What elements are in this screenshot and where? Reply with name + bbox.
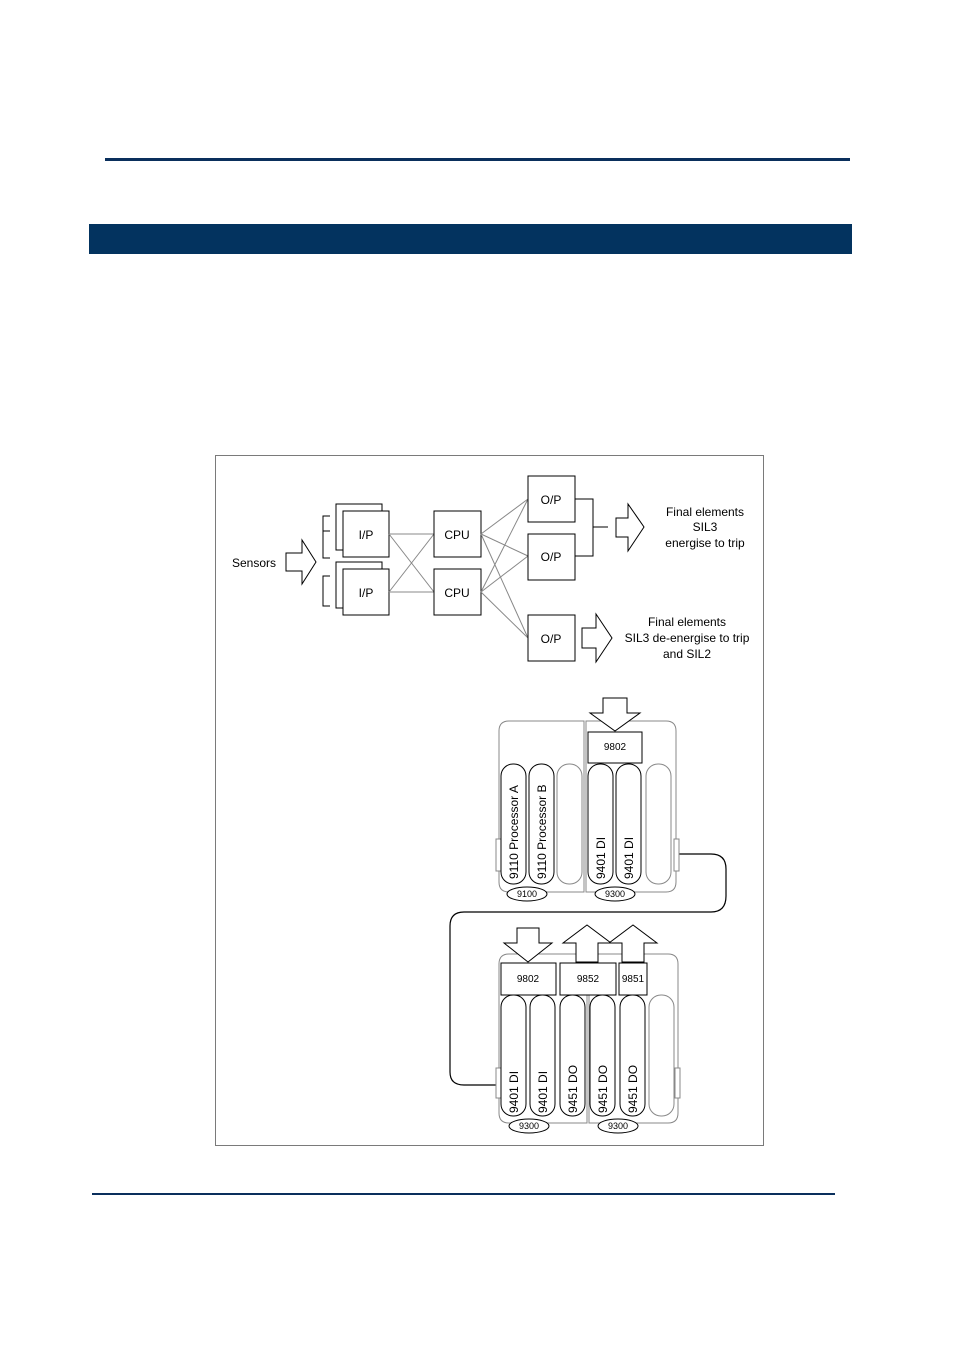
ip-label-top: I/P [359,528,374,542]
rack-bottom-slot-label-5: 9451 DO [626,1065,640,1113]
final-bottom-line-3: and SIL2 [663,647,711,661]
footer-rule [92,1193,835,1195]
ip-label-bottom: I/P [359,586,374,600]
cpu-label-top: CPU [444,528,469,542]
final-top-line-3: energise to trip [665,536,745,550]
rack-bottom-slot-label-2: 9401 DI [536,1071,550,1113]
rack-bottom-input-arrow [504,928,552,962]
final-bottom-line-2: SIL3 de-energise to trip [625,631,750,645]
rack-top-input-arrow [590,698,640,731]
rack-top-slot-6 [646,764,671,884]
rack-top-9802-label: 9802 [604,742,627,753]
rack-top-connector-left [496,839,501,871]
rack-bottom-connector-right [675,1068,680,1098]
rack-top-base-label-9100: 9100 [517,889,537,899]
sensors-arrow [286,540,316,584]
rack-bottom-slot-label-3: 9451 DO [566,1065,580,1113]
block-text: Sensors I/P I/P CPU CPU O/P O/P O/P Fina… [232,493,750,661]
rack-top-slot-3 [557,764,582,884]
op-join-bracket [575,499,593,556]
rack-top-base-label-9300: 9300 [605,889,625,899]
header-rule [105,158,850,161]
sensors-label: Sensors [232,556,276,570]
sensor-bracket [323,516,330,558]
rack-bottom-9802-label: 9802 [517,974,540,985]
rack-top-slot-label-4: 9401 DI [594,837,608,879]
op-label-1: O/P [541,493,562,507]
op-label-2: O/P [541,550,562,564]
rack-bottom-output-arrow-1 [563,925,611,962]
rack-bottom-base-label-right: 9300 [608,1121,628,1131]
rack-top-slot-label-1: 9110 Processor A [507,785,521,879]
figure-svg: Sensors I/P I/P CPU CPU O/P O/P O/P Fina… [216,456,765,1147]
cpu-op-links [481,499,528,638]
op-label-3: O/P [541,632,562,646]
rack-bottom-base-label-left: 9300 [519,1121,539,1131]
rack-top-slot-label-2: 9110 Processor B [535,785,549,880]
rack-top-slot-label-5: 9401 DI [622,837,636,879]
rack-bottom-connector-left [496,1068,501,1098]
architecture-figure: Sensors I/P I/P CPU CPU O/P O/P O/P Fina… [215,455,764,1146]
rack-bottom-9851-label: 9851 [622,974,645,985]
rack-bottom-9852-label: 9852 [577,974,600,985]
rack-bottom-slot-label-1: 9401 DI [507,1071,521,1113]
section-title-bar [89,224,852,254]
rack-bottom-slot-label-4: 9451 DO [596,1065,610,1113]
rack-top-connector-right [674,839,679,871]
final-top-arrow [616,504,644,551]
final-bottom-line-1: Final elements [648,615,726,629]
cpu-label-bottom: CPU [444,586,469,600]
final-bottom-arrow [582,614,612,662]
rack-bottom-slot-6 [649,995,674,1116]
rack-bottom-output-arrow-2 [609,925,657,962]
rack-bottom: 9802 9852 9851 9401 DI 9401 DI 9451 DO 9… [496,925,680,1133]
rack-top: 9802 9110 Processor A 9110 Processor B 9… [496,698,679,901]
final-top-line-2: SIL3 [693,520,718,534]
block-diagram [323,476,608,661]
sensor-bracket-3 [323,576,330,606]
final-top-line-1: Final elements [666,505,744,519]
